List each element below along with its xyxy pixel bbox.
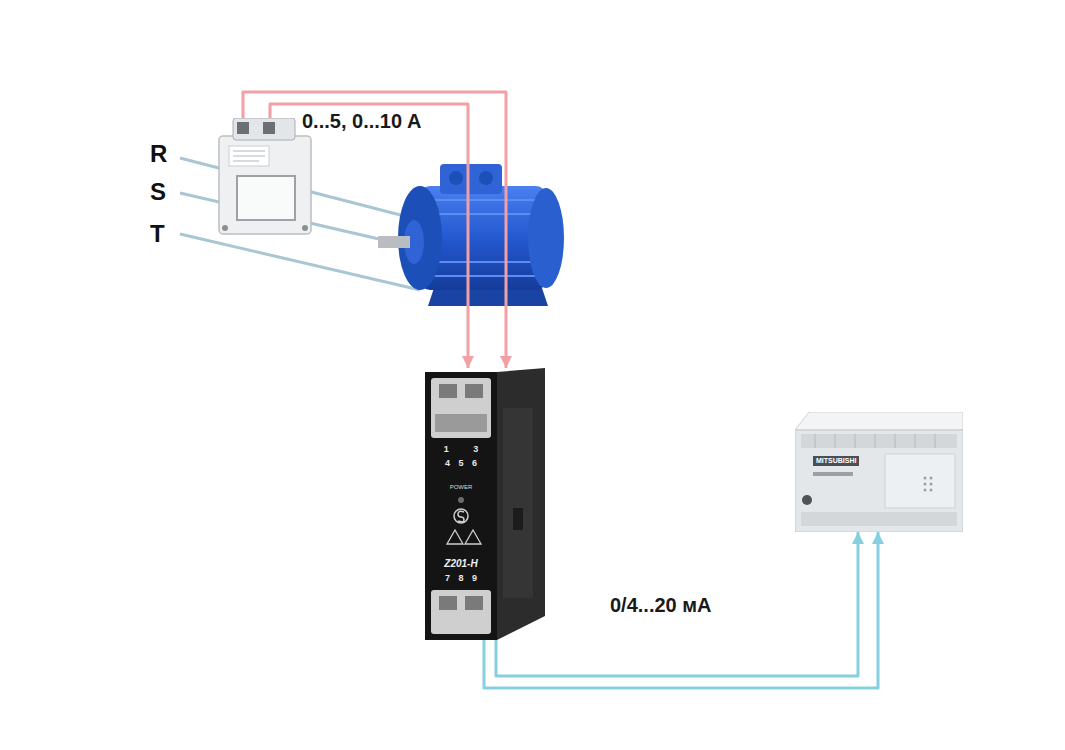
electric-motor <box>378 164 564 306</box>
node-text: 1 3 <box>425 445 497 455</box>
current-transformer-outline <box>215 118 315 236</box>
node-text: MITSUBISHI <box>813 456 859 466</box>
phase-label: T <box>150 220 165 248</box>
phase-line <box>180 234 420 290</box>
node-text: POWER <box>425 484 497 491</box>
plc-unit: MITSUBISHI <box>795 412 963 532</box>
node-text: 4 5 6 <box>425 459 497 469</box>
signal-converter-module-outline <box>425 368 545 640</box>
signal-converter-module: 1 3 4 5 6 POWER Z201-H 7 8 9 <box>425 368 545 640</box>
phase-label: S <box>150 178 166 206</box>
current-transformer <box>215 118 315 236</box>
plc-unit-outline <box>795 412 963 532</box>
node-text: 7 8 9 <box>425 574 497 584</box>
node-text: Z201-H <box>425 558 497 569</box>
signal-range-label: 0...5, 0...10 A <box>300 110 423 133</box>
signal-wire <box>496 532 858 676</box>
phase-label: R <box>150 140 167 168</box>
signal-range-label: 0/4...20 мА <box>608 594 714 617</box>
